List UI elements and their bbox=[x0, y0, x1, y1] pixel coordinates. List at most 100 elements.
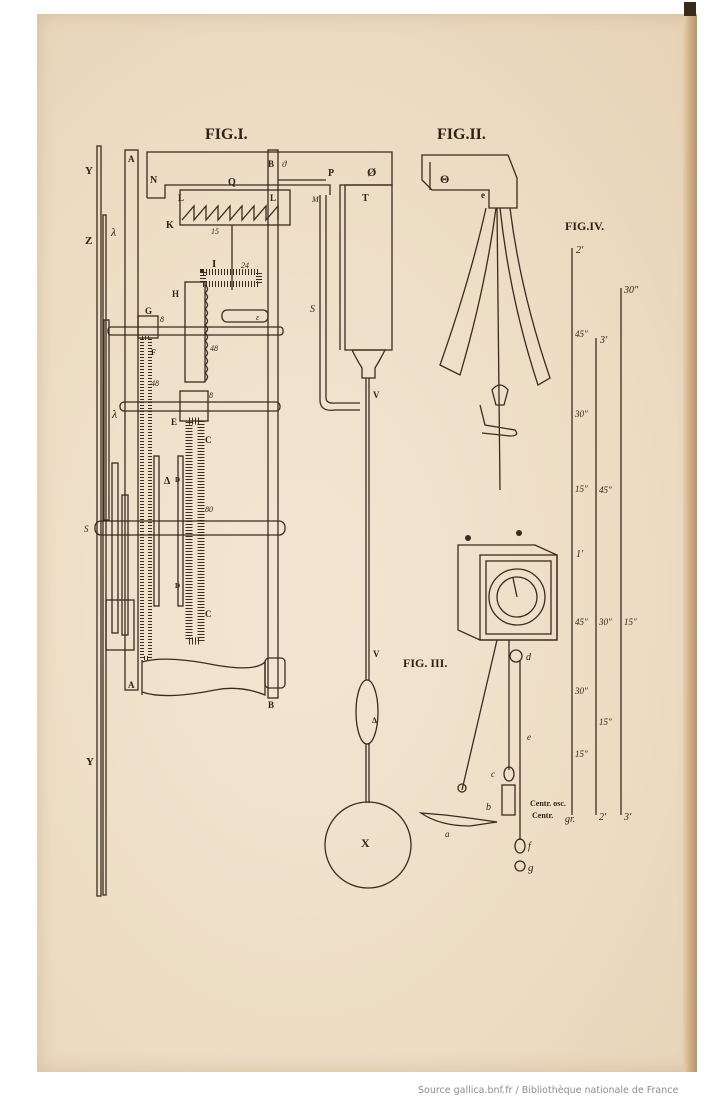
scale1-tick-5: 45″ bbox=[575, 617, 588, 627]
label-v-2: V bbox=[373, 649, 380, 659]
label-l-2: L bbox=[270, 193, 276, 203]
fig4-title: FIG.IV. bbox=[565, 219, 604, 233]
label-m: M bbox=[311, 195, 320, 204]
fig3-label-b: b bbox=[486, 802, 491, 813]
fig2-title: FIG.II. bbox=[437, 126, 486, 143]
barrel-side-2 bbox=[177, 455, 184, 607]
scale1-tick-6: 30″ bbox=[574, 686, 588, 696]
clock-hand bbox=[512, 577, 518, 598]
caption-centr-gr: Centr. bbox=[532, 811, 553, 820]
label-24: 24 bbox=[241, 261, 249, 270]
clock-face-frame bbox=[479, 554, 558, 641]
label-x: X bbox=[361, 836, 370, 850]
label-g: G bbox=[145, 306, 152, 316]
cheek-left bbox=[439, 207, 497, 376]
weight-g bbox=[514, 860, 526, 872]
crutch-s bbox=[319, 195, 360, 411]
label-p: P bbox=[328, 168, 334, 179]
fig3-label-e: e bbox=[527, 732, 531, 742]
rack-teeth bbox=[203, 284, 209, 382]
cheek-right bbox=[499, 207, 551, 386]
binding-tab bbox=[684, 2, 696, 16]
label-s: S bbox=[310, 304, 315, 315]
arbor-e bbox=[119, 401, 281, 412]
label-d-2: D bbox=[175, 582, 180, 590]
caption-centr-osc: Centr. osc. bbox=[530, 799, 566, 808]
figure-1: FIG.I. Y Z λ λ Y A A N Q L L P Ø T M B ϑ… bbox=[84, 126, 412, 897]
scale1-tick-3: 15″ bbox=[575, 484, 588, 494]
label-c-1: C bbox=[205, 435, 212, 445]
top-frame bbox=[146, 151, 393, 350]
label-c-2: C bbox=[205, 609, 212, 619]
fig3-label-d: d bbox=[526, 652, 532, 663]
suspension-v bbox=[351, 349, 387, 379]
fig2-label-e: e bbox=[481, 190, 485, 200]
dial bbox=[488, 568, 546, 626]
rod-z bbox=[102, 214, 107, 896]
source-credit: Source gallica.bnf.fr / Bibliothèque nat… bbox=[418, 1085, 679, 1096]
clock-case bbox=[457, 544, 558, 641]
pinion-e bbox=[179, 390, 209, 422]
label-80: 80 bbox=[205, 505, 213, 514]
label-b-top: B bbox=[268, 159, 274, 169]
label-8b: 8 bbox=[209, 391, 213, 400]
label-i: I bbox=[212, 258, 216, 270]
lambda-bar bbox=[103, 319, 110, 521]
label-k: K bbox=[166, 220, 174, 231]
scale1-tick-4: 1′ bbox=[576, 549, 584, 560]
label-48a: 48 bbox=[210, 344, 218, 353]
barrel-side-1 bbox=[153, 455, 160, 607]
fig2-bob bbox=[491, 384, 509, 406]
pendulum-pivot bbox=[457, 783, 467, 793]
fig3-label-c: c bbox=[491, 769, 495, 779]
motion-plate bbox=[105, 599, 135, 651]
screw-2 bbox=[516, 530, 522, 536]
figure-2: FIG.II. Θ e bbox=[421, 126, 551, 491]
label-epsilon: ε bbox=[256, 313, 260, 322]
scale1-bottom: gr. bbox=[565, 814, 575, 825]
label-h: H bbox=[172, 289, 179, 299]
fig3-label-g: g bbox=[528, 862, 534, 874]
label-f: F bbox=[151, 348, 156, 357]
scale2-tick-2: 30″ bbox=[598, 617, 612, 627]
figure-4: FIG.IV. 2′ 45″ 30″ 15″ 1′ 45″ 30″ 15″ gr… bbox=[530, 219, 639, 825]
label-delta: Δ bbox=[372, 716, 377, 725]
label-delta-barrel: Δ bbox=[164, 476, 171, 487]
pillar bbox=[141, 658, 266, 697]
pulley-c bbox=[503, 766, 515, 782]
piece-epsilon bbox=[221, 309, 269, 323]
label-z: Z bbox=[85, 235, 92, 247]
scale1-tick-1: 45″ bbox=[575, 329, 588, 339]
bob-x bbox=[324, 801, 412, 889]
label-n: N bbox=[150, 175, 158, 186]
label-y-top: Y bbox=[85, 165, 93, 177]
fig1-title: FIG.I. bbox=[205, 126, 248, 143]
label-t: T bbox=[362, 193, 369, 204]
label-lambda-1: λ bbox=[110, 225, 116, 239]
scale1-top: 2′ bbox=[576, 245, 584, 256]
label-a-bottom: A bbox=[128, 680, 135, 690]
slider-weight bbox=[355, 679, 379, 745]
arbor-g bbox=[107, 326, 284, 336]
scale3-top: 30″ bbox=[623, 285, 639, 296]
plate-a bbox=[124, 149, 139, 691]
arbor-main bbox=[94, 520, 286, 536]
label-theta: ϑ bbox=[282, 159, 287, 169]
pendulum-hammer-a bbox=[418, 812, 498, 827]
label-q: Q bbox=[228, 177, 236, 188]
fig3-label-f: f bbox=[528, 841, 532, 852]
scale3-tick-2: 15″ bbox=[624, 617, 637, 627]
clock-face-inner bbox=[485, 560, 552, 635]
scale3-bottom: 3′ bbox=[623, 812, 632, 823]
label-y-bottom: Y bbox=[86, 756, 94, 768]
label-b-bottom: B bbox=[268, 700, 274, 710]
plate-b bbox=[267, 149, 279, 699]
label-d-1: D bbox=[175, 476, 180, 484]
figure-3: FIG. III. d a c b e f g bbox=[403, 530, 558, 874]
page-edge bbox=[683, 14, 697, 1072]
scale2-top: 3′ bbox=[599, 335, 608, 346]
label-lambda-2: λ bbox=[111, 407, 117, 421]
label-s-small: S bbox=[84, 524, 89, 534]
weight-b bbox=[501, 784, 516, 816]
